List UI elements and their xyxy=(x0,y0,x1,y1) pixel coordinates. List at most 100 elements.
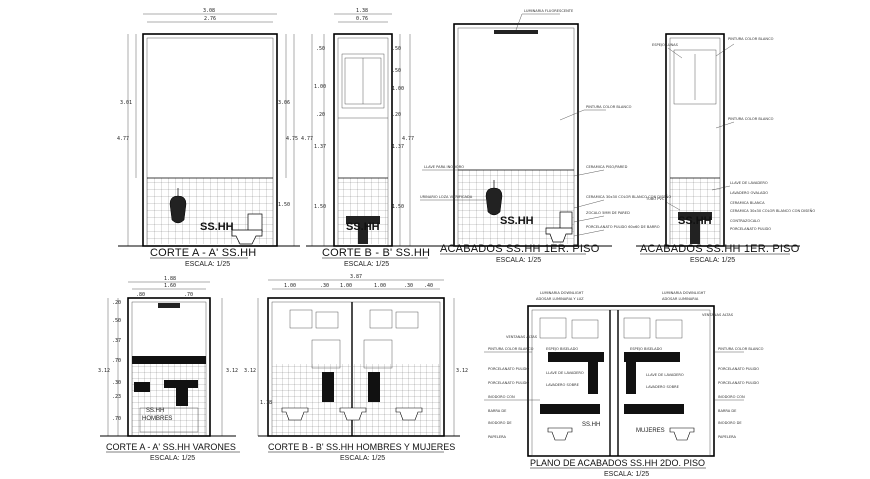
room-stamp: SS.HH xyxy=(500,215,534,227)
dim-top-inner: 0.76 xyxy=(356,16,368,22)
note-pintura-2: PINTURA COLOR BLANCO xyxy=(728,117,774,121)
note-espejo: ESPEJO LUNAS xyxy=(652,43,679,47)
notes-right: LUMINARIA DOWNLIGHT ADOSAR LUMINARIA VEN… xyxy=(630,291,764,439)
dim-right-total: 4.75 xyxy=(286,136,298,142)
dim-left-5: .23 xyxy=(112,394,121,400)
note-r-4: ESPEJO BISELADO xyxy=(630,347,662,351)
view-title: CORTE A - A' SS.HH VARONES xyxy=(106,442,236,452)
mirror-icon xyxy=(289,309,313,329)
view-scale: ESCALA: 1/25 xyxy=(150,455,195,462)
dim-top-inner: 2.76 xyxy=(204,16,216,22)
view-title: ACABADOS SS.HH 1ER. PISO xyxy=(640,243,800,255)
note-l-6: PORCELANATO PULIDO xyxy=(488,367,529,371)
view-corte-a-ssHH: SS.HH 3.08 2.76 4.77 3.01 3.06 4.75 1.50… xyxy=(117,8,300,268)
note-r-0: LUMINARIA DOWNLIGHT xyxy=(662,291,706,295)
note-llave-lavadero: LLAVE DE LAVADERO xyxy=(730,181,768,185)
view-scale: ESCALA: 1/25 xyxy=(340,455,385,462)
dim-top: 3.08 xyxy=(203,8,215,14)
note-ceramica: CERAMICA PISO/PARED xyxy=(586,165,628,169)
view-acabados-1er-piso-b: SS.HH PINTURA COLOR BLANCO ESPEJO LUNAS … xyxy=(636,33,815,264)
mirror-icon xyxy=(673,49,717,105)
note-r-9: INODORO CON xyxy=(718,395,745,399)
dim-top: 3.87 xyxy=(350,274,362,280)
urinal-icon xyxy=(485,180,503,216)
dim-left-2: .37 xyxy=(112,338,121,344)
toilet-icon xyxy=(545,211,573,243)
room-stamp: SS.HH xyxy=(146,408,164,414)
note-lavadero: LAVADERO OVALADO xyxy=(730,191,768,195)
toilet-icon xyxy=(231,213,263,245)
note-l-5: LLAVE DE LAVADERO xyxy=(546,371,584,375)
note-tubo: TUBO PVC xyxy=(645,197,665,201)
dim-left-0: .20 xyxy=(112,300,121,306)
view-scale: ESCALA: 1/25 xyxy=(344,261,389,268)
note-r-6: PORCELANATO PULIDO xyxy=(718,367,759,371)
sink-icon xyxy=(678,212,712,244)
view-corte-b-ssHH: SS.HH 1.38 0.76 4.77 1.00 .20 1.37 1.50 … xyxy=(301,8,430,268)
view-scale: ESCALA: 1/25 xyxy=(690,257,735,264)
view-title: CORTE A - A' SS.HH xyxy=(150,247,256,259)
view-title: CORTE B - B' SS.HH xyxy=(322,247,430,259)
dim-right-2: 1.00 xyxy=(392,86,404,92)
view-scale: ESCALA: 1/25 xyxy=(496,257,541,264)
note-r-12: PAPELERA xyxy=(718,435,736,439)
dim-top-seg-0: .80 xyxy=(136,292,145,298)
dim-right-4: 1.37 xyxy=(392,144,404,150)
view-title: PLANO DE ACABADOS SS.HH 2DO. PISO xyxy=(530,458,705,468)
dim-right-3: .20 xyxy=(392,112,401,118)
view-scale: ESCALA: 1/25 xyxy=(185,261,230,268)
dim-left-total: 3.12 xyxy=(98,368,110,374)
dim-top: 1.38 xyxy=(356,8,368,14)
room-stamp: SS.HH xyxy=(582,422,600,428)
mirror-icon xyxy=(539,317,567,339)
dim-top-inner: 1.60 xyxy=(164,283,176,289)
dim-left-upper: 3.01 xyxy=(120,100,132,106)
toilet-icon xyxy=(547,427,573,441)
note-porcelanato: PORCELANATO PULIDO xyxy=(730,227,771,231)
dim-left-total: 4.77 xyxy=(301,136,313,142)
partition-icon xyxy=(322,372,334,402)
dim-left-total: 3.12 xyxy=(244,368,256,374)
note-l-8: PORCELANATO PULIDO xyxy=(488,381,529,385)
dim-left-total: 4.77 xyxy=(117,136,129,142)
downlight-icon xyxy=(158,303,180,308)
note-l-12: PAPELERA xyxy=(488,435,506,439)
dim-left-4: .50 xyxy=(316,46,325,52)
note-llave: LLAVE PARA INODORO xyxy=(424,165,464,169)
dim-right-total: 3.12 xyxy=(456,368,468,374)
dim-left-2: 1.37 xyxy=(314,144,326,150)
partition-icon xyxy=(588,362,598,394)
note-l-3: PINTURA COLOR BLANCO xyxy=(488,347,534,351)
dim-left-3: 1.50 xyxy=(314,204,326,210)
note-porcelanato: PORCELANATO PULIDO 60x60 DE BARRO xyxy=(586,225,660,229)
view-acabados-1er-piso-a: SS.HH LUMINARIA FLUORESCENTE PINTURA COL… xyxy=(418,9,671,264)
note-zocalo: ZOCALO 5MM DE PARED xyxy=(586,211,630,215)
note-contrazocalo: CONTRAZOCALO xyxy=(730,219,760,223)
dim-right-0: .50 xyxy=(392,46,401,52)
fluorescent-light-icon xyxy=(494,30,538,34)
dim-top-seg-4: .30 xyxy=(404,283,413,289)
dim-right-total: 4.77 xyxy=(402,136,414,142)
dim-left-1: .50 xyxy=(112,318,121,324)
dim-left-0: 1.00 xyxy=(314,84,326,90)
view-title: ACABADOS SS.HH 1ER. PISO xyxy=(440,243,600,255)
room-stamp-sub: HOMBRES xyxy=(142,416,172,422)
note-l-2: VENTANAS ALTAS xyxy=(506,335,538,339)
note-r-3: PINTURA COLOR BLANCO xyxy=(718,347,764,351)
urinal-icon xyxy=(169,188,187,224)
note-luminaria: LUMINARIA FLUORESCENTE xyxy=(524,9,574,13)
view-corte-a-varones: SS.HH HOMBRES 1.88 1.60 3.12 .20 .50 .37… xyxy=(98,276,240,462)
dim-top: 1.88 xyxy=(164,276,176,282)
note-l-4: ESPEJO BISELADO xyxy=(546,347,578,351)
dim-right-upper: 3.06 xyxy=(278,100,290,106)
toilet-icon xyxy=(281,407,309,421)
dim-left-6: .70 xyxy=(112,416,121,422)
view-scale: ESCALA: 1/25 xyxy=(604,471,649,478)
note-ceramica-diseno: CERAMICA 30x30 COLOR BLANCO CON DISEÑO xyxy=(586,194,671,199)
note-ceramica-diseno: CERAMICA 30x30 COLOR BLANCO CON DISEÑO xyxy=(730,208,815,213)
room-stamp: SS.HH xyxy=(678,215,712,227)
dim-right-5: 1.50 xyxy=(392,204,404,210)
dim-top-seg-1: .30 xyxy=(320,283,329,289)
